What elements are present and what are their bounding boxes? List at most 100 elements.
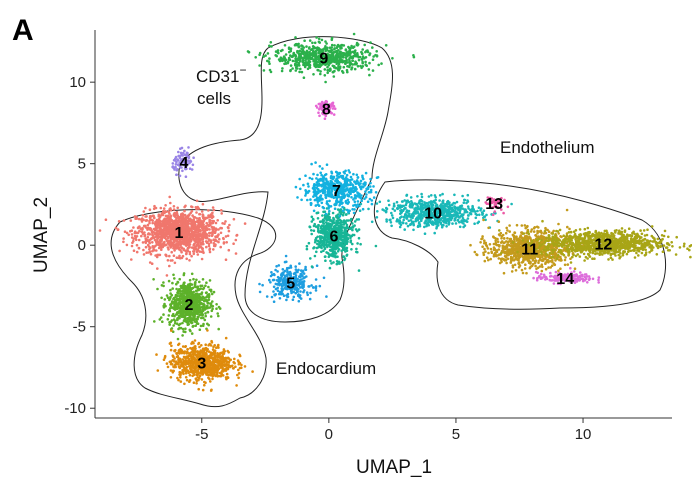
- cell-point: [180, 351, 184, 355]
- cell-point: [168, 309, 172, 313]
- cell-point: [364, 63, 368, 66]
- cell-point: [176, 376, 179, 380]
- cell-point: [188, 379, 192, 382]
- cell-point: [282, 283, 286, 287]
- cell-point: [310, 232, 314, 236]
- cell-point: [333, 254, 337, 258]
- cell-point: [198, 363, 202, 366]
- cell-point: [341, 209, 345, 213]
- panel-label: A: [12, 14, 34, 47]
- cell-point: [225, 241, 228, 244]
- cell-point: [172, 244, 176, 247]
- cell-point: [172, 365, 175, 369]
- cell-point: [177, 301, 180, 305]
- cell-point: [298, 70, 301, 74]
- cell-point: [217, 359, 220, 363]
- cell-point: [169, 304, 173, 308]
- cell-point: [178, 154, 182, 158]
- cell-point: [177, 323, 181, 327]
- cell-point: [179, 314, 183, 318]
- cell-point: [333, 207, 337, 210]
- cell-point: [301, 56, 304, 60]
- cell-point: [153, 231, 157, 235]
- cell-point: [438, 194, 442, 197]
- cell-point: [208, 238, 211, 241]
- cell-point: [222, 360, 226, 364]
- cell-point: [299, 187, 302, 191]
- cell-point: [316, 239, 320, 243]
- cell-point: [200, 351, 203, 354]
- cell-point: [179, 304, 183, 308]
- cell-point: [212, 248, 215, 251]
- cell-point: [224, 359, 228, 363]
- cell-point: [225, 361, 228, 365]
- cell-point: [358, 55, 362, 59]
- cell-point: [321, 231, 325, 235]
- cell-point: [196, 301, 199, 304]
- cell-point: [348, 61, 352, 65]
- cell-point: [155, 353, 158, 356]
- cell-point: [219, 357, 223, 360]
- cell-point: [140, 234, 143, 238]
- cell-point: [305, 247, 309, 251]
- cell-point: [201, 215, 205, 218]
- cell-point: [226, 349, 229, 353]
- cell-point: [206, 348, 209, 351]
- cell-point: [213, 344, 216, 347]
- cell-point: [200, 369, 203, 372]
- cell-point: [310, 284, 313, 287]
- cell-point: [173, 168, 176, 171]
- cell-point: [303, 39, 306, 42]
- cell-point: [201, 388, 205, 392]
- cell-point: [339, 175, 343, 178]
- cell-point: [204, 291, 208, 295]
- cell-point: [192, 215, 196, 219]
- cell-point: [258, 53, 261, 57]
- cell-point: [200, 291, 204, 294]
- cell-point: [346, 219, 350, 222]
- cell-point: [175, 287, 178, 291]
- cell-point: [233, 361, 236, 365]
- cluster-9-points: [246, 32, 416, 84]
- cell-point: [282, 294, 286, 298]
- cell-point: [302, 283, 305, 287]
- cell-point: [203, 356, 206, 359]
- cell-point: [270, 45, 273, 48]
- cell-point: [147, 251, 150, 254]
- cell-point: [185, 252, 188, 256]
- cell-point: [348, 179, 351, 182]
- cell-point: [334, 50, 338, 54]
- cell-point: [272, 285, 276, 289]
- cell-point: [240, 366, 243, 370]
- cell-point: [360, 199, 364, 203]
- cell-point: [214, 229, 217, 232]
- cell-point: [149, 227, 152, 230]
- cell-point: [133, 215, 137, 218]
- cell-point: [171, 229, 174, 232]
- cell-point: [185, 378, 189, 382]
- cell-point: [150, 237, 153, 241]
- cell-point: [296, 290, 299, 293]
- cell-point: [353, 67, 357, 71]
- cell-point: [352, 55, 355, 58]
- cell-point: [178, 246, 181, 249]
- cell-point: [342, 65, 346, 69]
- cell-point: [203, 380, 206, 384]
- cell-point: [221, 366, 224, 370]
- cell-point: [340, 55, 344, 58]
- cell-point: [161, 230, 164, 233]
- cell-point: [175, 210, 179, 214]
- cell-point: [283, 269, 287, 273]
- cell-point: [146, 238, 149, 242]
- cell-point: [203, 234, 206, 237]
- cell-point: [200, 257, 204, 261]
- cell-point: [344, 56, 348, 59]
- cell-point: [201, 202, 205, 206]
- cell-point: [298, 177, 302, 181]
- cell-point: [184, 166, 187, 170]
- cell-point: [189, 239, 193, 243]
- cell-point: [204, 312, 207, 315]
- cell-point: [184, 320, 187, 323]
- cell-point: [210, 305, 213, 308]
- cell-point: [332, 66, 336, 69]
